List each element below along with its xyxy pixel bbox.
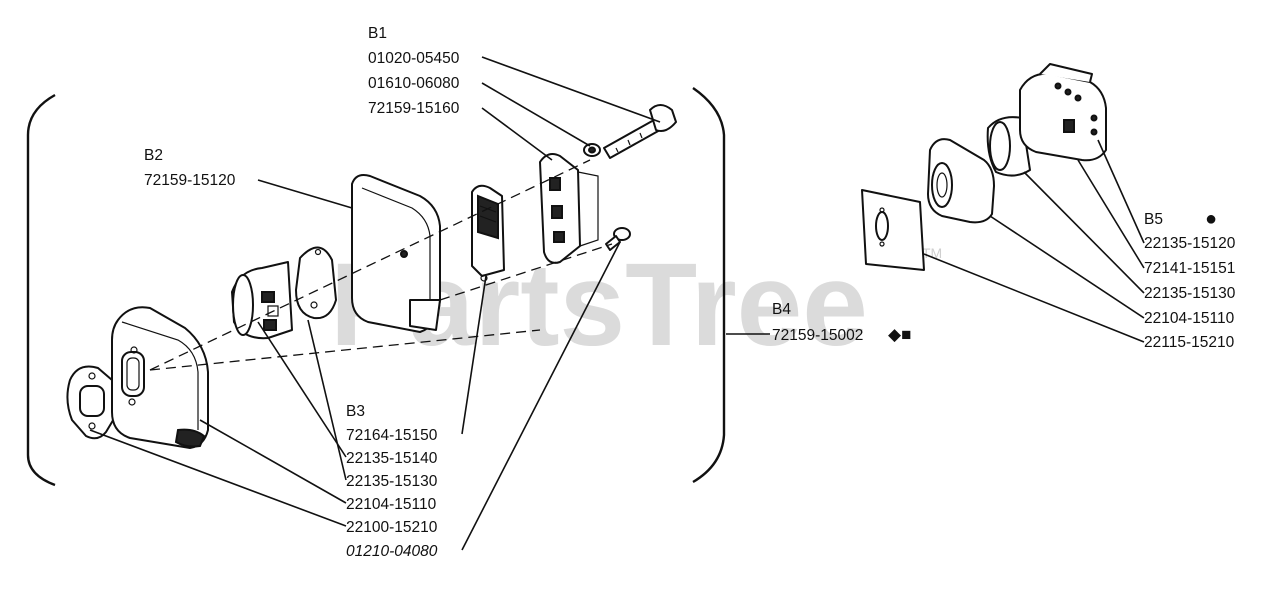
leader-washer	[481, 82, 591, 147]
leader-screw	[461, 241, 621, 551]
label-b5-gasket: 22115-15210	[1144, 334, 1235, 351]
muffler-body-part	[111, 306, 209, 449]
label-b5: B5	[1144, 211, 1163, 228]
label-b3: B3	[346, 403, 365, 420]
label-baffle-b: 22135-15130	[346, 473, 438, 490]
axis-line-2	[149, 329, 541, 371]
label-b2: B2	[144, 147, 163, 164]
screen-part	[471, 184, 505, 282]
label-b5-top: 22135-15120	[1144, 235, 1236, 252]
label-gasket: 22100-15210	[346, 519, 438, 536]
b5-symbol: ●	[1205, 208, 1217, 230]
leader-muffler-cover	[257, 179, 353, 209]
b5-body-part	[927, 138, 995, 224]
leader-muffler-body	[199, 419, 347, 504]
b5-gasket-part	[861, 189, 925, 271]
leader-baffle-b	[307, 319, 347, 481]
leader-b5-cover	[1077, 159, 1145, 269]
axis-line-1	[149, 159, 591, 371]
label-b5-body: 22104-15110	[1144, 310, 1235, 327]
cover-plate-part	[539, 153, 599, 264]
label-washer: 01610-06080	[368, 75, 460, 92]
leader-baffle-a	[257, 321, 347, 458]
bracket-left	[26, 93, 56, 487]
leader-b5-top	[1097, 139, 1145, 244]
watermark-tm: TM	[922, 245, 942, 261]
baffle-part	[231, 261, 293, 340]
label-muffler-cover: 72159-15120	[144, 172, 236, 189]
axis-line-3	[439, 243, 613, 301]
label-screen: 72164-15150	[346, 427, 438, 444]
leader-b5-baffle	[1023, 171, 1145, 294]
leader-bolt	[481, 56, 661, 123]
leader-cover-plate	[481, 107, 553, 161]
plate-part	[295, 246, 337, 320]
leader-screen	[461, 275, 487, 435]
label-bolt: 01020-05450	[368, 50, 460, 67]
label-baffle-a: 22135-15140	[346, 450, 438, 467]
label-b1: B1	[368, 25, 387, 42]
b5-cover-part	[1019, 63, 1107, 162]
label-assembly: 72159-15002	[772, 327, 863, 344]
bolt-part	[603, 104, 677, 159]
leader-b5-gasket	[923, 253, 1145, 343]
label-muffler-body: 22104-15110	[346, 496, 437, 513]
muffler-cover-part	[351, 174, 441, 333]
gasket-part	[66, 365, 120, 440]
leader-b5-body	[989, 215, 1145, 319]
label-b5-baffle: 22135-15130	[1144, 285, 1236, 302]
screw-part	[605, 227, 631, 251]
label-screw: 01210-04080	[346, 543, 438, 560]
label-cover-plate: 72159-15160	[368, 100, 460, 117]
bracket-right	[692, 87, 726, 484]
label-b5-cover: 72141-15151	[1144, 260, 1235, 277]
leader-gasket	[89, 429, 347, 527]
washer-part	[583, 143, 601, 157]
label-b4: B4	[772, 301, 791, 318]
assembly-symbols: ◆■	[888, 325, 911, 344]
